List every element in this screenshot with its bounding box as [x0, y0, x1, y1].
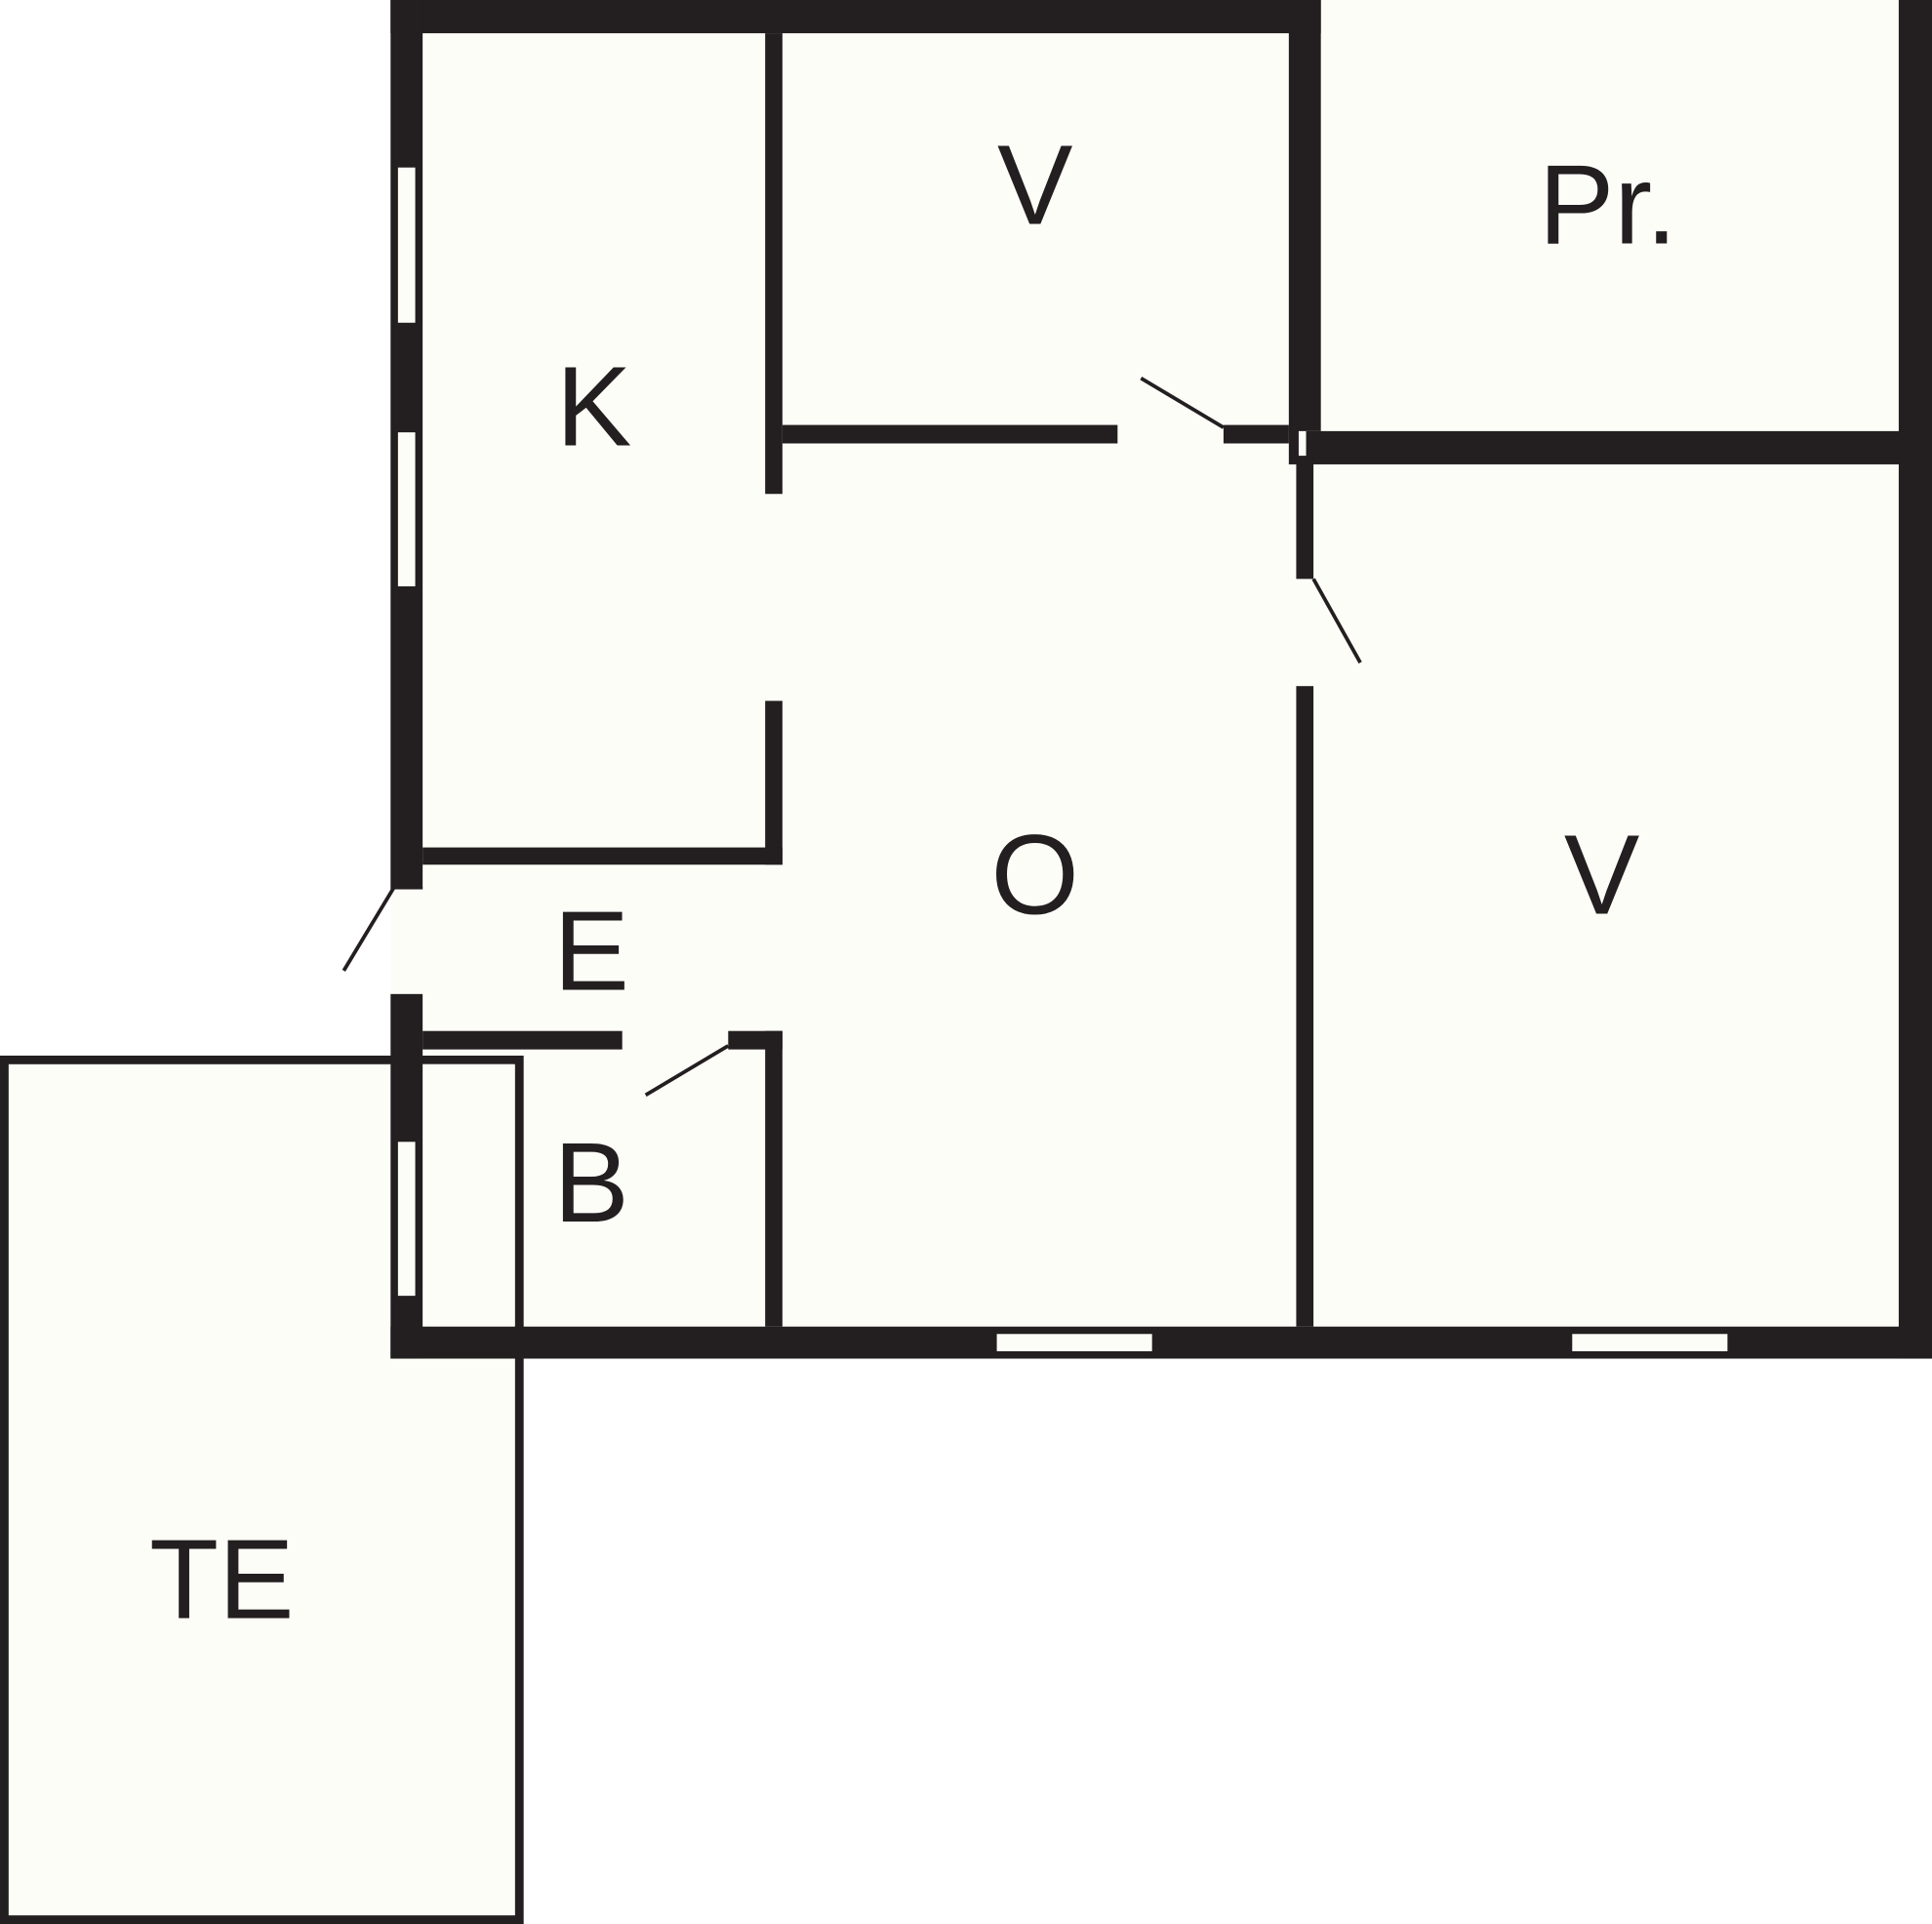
wall-living-bedroom-lower	[1296, 686, 1314, 1327]
door-entrance	[342, 886, 396, 972]
wall-kitchen-bedroom	[765, 33, 783, 495]
window-kitchen-2	[397, 432, 416, 586]
window-bedroom	[1572, 1334, 1728, 1351]
door-bathroom	[644, 1044, 730, 1097]
wall-bedroom-bottom-left	[782, 424, 1118, 444]
room-label-terrace: TE	[149, 1516, 294, 1643]
wall-entrance-bathroom	[423, 1030, 623, 1050]
wall-bathroom-living	[765, 1030, 783, 1327]
door-bedroom-top	[1140, 376, 1225, 429]
door-bedroom-right	[1311, 578, 1362, 664]
room-label-kitchen: K	[556, 343, 631, 470]
window-kitchen-1	[397, 167, 416, 323]
wall-kitchen-living	[765, 701, 783, 865]
wall-top	[390, 0, 1321, 34]
wall-kitchen-entrance	[423, 847, 783, 865]
window-living	[996, 1334, 1152, 1351]
wall-storage-bottom	[1306, 430, 1932, 464]
room-label-living: O	[991, 811, 1079, 938]
room-label-bedroom-right: V	[1564, 811, 1639, 938]
terrace-outline	[0, 1055, 524, 1924]
room-label-bathroom: B	[553, 1119, 628, 1246]
wall-bedroom-bottom-right	[1223, 424, 1289, 444]
wall-right	[1898, 0, 1932, 1359]
room-label-bedroom-top: V	[997, 121, 1072, 248]
wall-bedroom-storage	[1288, 0, 1321, 431]
room-label-storage: Pr.	[1539, 141, 1677, 268]
window-bathroom	[397, 1142, 416, 1297]
wall-living-bedroom-upper	[1296, 456, 1314, 580]
room-label-entrance: E	[553, 888, 628, 1015]
building-floor	[390, 0, 1932, 1359]
